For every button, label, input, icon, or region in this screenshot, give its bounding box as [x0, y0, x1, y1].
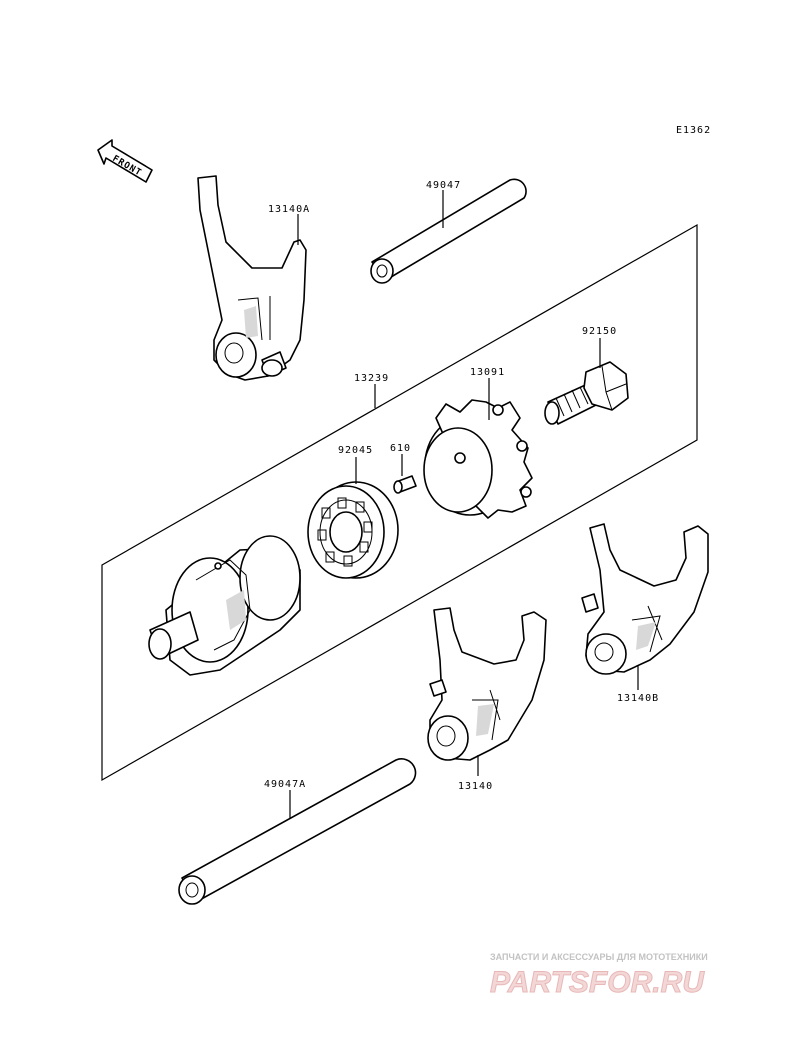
label-92150: 92150: [582, 326, 617, 337]
callout-13091: 13091: [470, 367, 505, 420]
label-13140B: 13140B: [617, 693, 659, 704]
watermark-line1: ЗАПЧАСТИ И АКСЕССУАРЫ ДЛЯ МОТОТЕХНИКИ: [490, 952, 708, 962]
callout-92150: 92150: [582, 326, 617, 368]
callout-610: 610: [390, 443, 411, 476]
label-13239: 13239: [354, 373, 389, 384]
label-13140: 13140: [458, 781, 493, 792]
watermark-line2: PARTSFOR.RU: [490, 966, 705, 999]
fork-13140B: [581, 523, 709, 675]
label-13091: 13091: [470, 367, 505, 378]
label-49047A: 49047A: [264, 779, 306, 790]
fork-13140A: [197, 175, 307, 381]
shaft-49047A: [178, 758, 417, 905]
pin-610: [393, 475, 417, 494]
drum-cam-13091: [423, 399, 533, 519]
label-610: 610: [390, 443, 411, 454]
label-49047: 49047: [426, 180, 461, 191]
front-arrow-icon: FRONT: [97, 139, 153, 183]
label-92045: 92045: [338, 445, 373, 456]
watermark-logo: ЗАПЧАСТИ И АКСЕССУАРЫ ДЛЯ МОТОТЕХНИКИ PA…: [490, 952, 708, 1000]
assembly-frame: [101, 223, 698, 782]
callout-13140: 13140: [458, 755, 493, 792]
callout-49047A: 49047A: [264, 779, 306, 818]
diagram-code: E1362: [676, 125, 711, 136]
callout-49047: 49047: [426, 180, 461, 228]
bolt-92150: [544, 361, 629, 425]
shaft-49047: [370, 178, 527, 284]
label-13140A: 13140A: [268, 204, 310, 215]
callout-92045: 92045: [338, 445, 373, 484]
callout-13140B: 13140B: [617, 665, 659, 704]
bearing-92045: [307, 481, 399, 579]
callout-13140A: 13140A: [268, 204, 310, 245]
shift-drum: [148, 535, 301, 676]
fork-13140: [427, 607, 547, 761]
callout-13239: 13239: [354, 373, 389, 408]
